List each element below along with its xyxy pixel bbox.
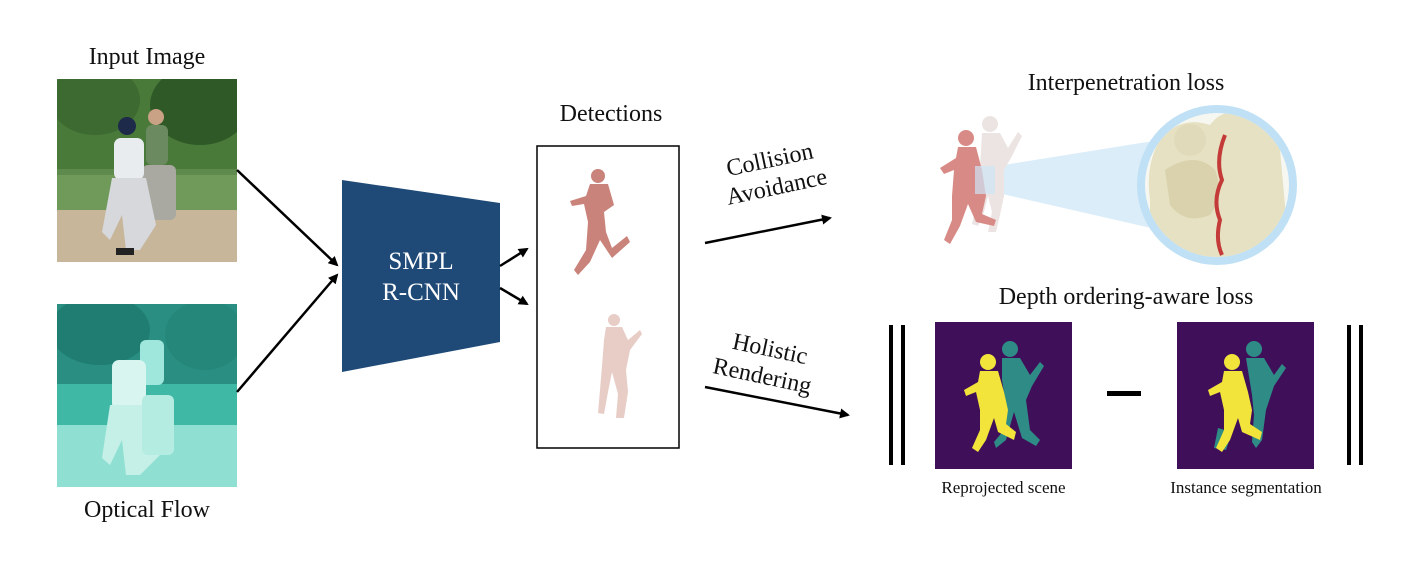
instance-segmentation-label: Instance segmentation — [1170, 478, 1322, 497]
arrow-holistic-rendering — [704, 385, 850, 419]
detections-label: Detections — [559, 101, 663, 127]
reprojected-scene-image — [935, 322, 1072, 469]
depth-ordering-loss-label: Depth ordering-aware loss — [998, 284, 1254, 310]
smpl-rcnn-block — [342, 180, 500, 372]
depth-ordering-illustration — [889, 322, 1363, 469]
detection-person-front — [570, 169, 630, 275]
norm-bar-left-2 — [901, 325, 905, 465]
reprojected-scene-label: Reprojected scene — [941, 478, 1066, 497]
norm-bar-right-2 — [1359, 325, 1363, 465]
arrow-collision-avoidance — [704, 214, 832, 245]
input-image — [57, 79, 237, 262]
optical-flow-label: Optical Flow — [84, 497, 210, 523]
optical-flow-image — [57, 304, 237, 487]
arrow-model-to-detection-2 — [499, 286, 529, 306]
input-image-label: Input Image — [88, 44, 206, 70]
arrow-input-to-model — [236, 169, 339, 267]
model-label-line2: R-CNN — [382, 279, 460, 306]
interpenetration-illustration — [940, 105, 1297, 265]
arrow-model-to-detection-1 — [499, 247, 529, 268]
model-label-line1: SMPL — [388, 248, 454, 275]
norm-bar-left-1 — [889, 325, 893, 465]
interpenetration-loss-label: Interpenetration loss — [1027, 70, 1225, 96]
norm-bar-right-1 — [1347, 325, 1351, 465]
detection-person-back — [598, 314, 642, 418]
minus-sign — [1107, 391, 1141, 396]
instance-segmentation-image — [1177, 322, 1314, 469]
model-label: SMPL R-CNN — [342, 246, 500, 308]
arrow-flow-to-model — [236, 273, 339, 393]
